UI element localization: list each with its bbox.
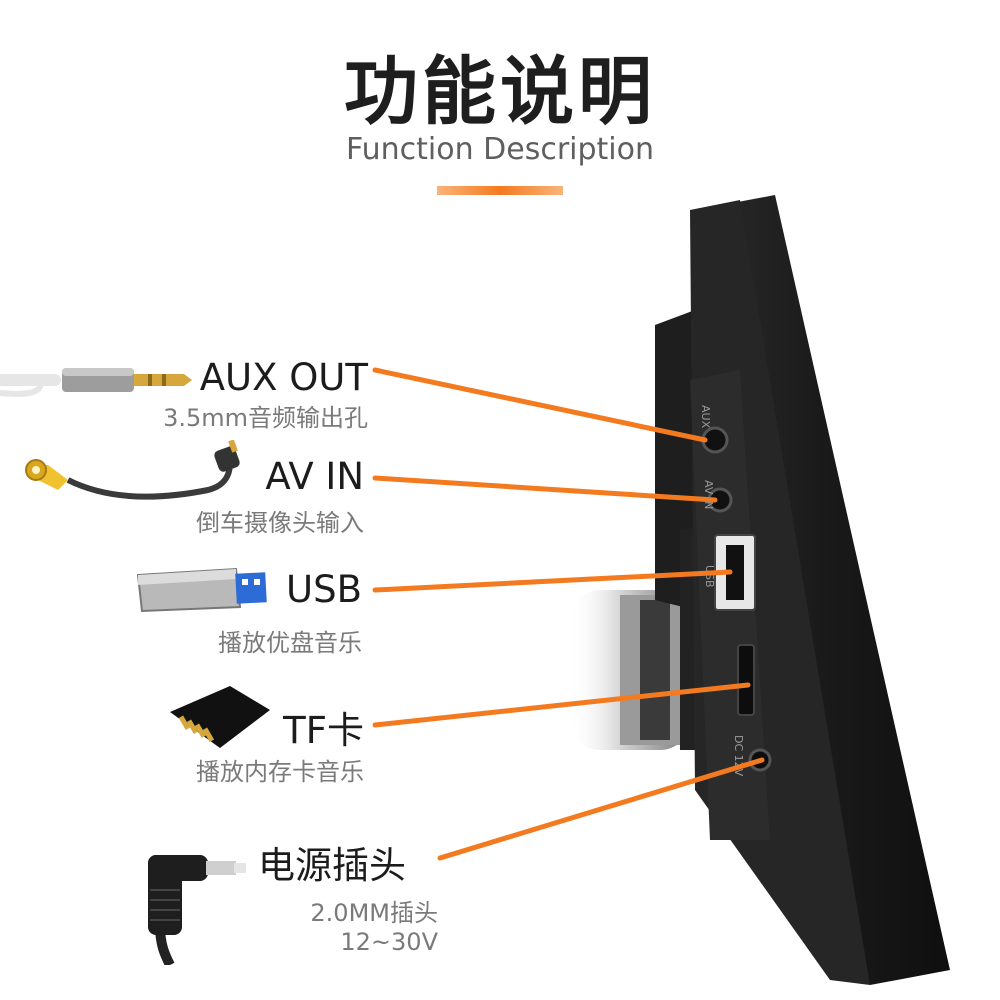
- usb-port-inner: [726, 545, 744, 600]
- tf-card-icon: [170, 686, 270, 748]
- callout-line-tf: [372, 682, 751, 728]
- accent-bar: [437, 186, 563, 195]
- mount-knob: [570, 590, 690, 750]
- label-av-in-desc: 倒车摄像头输入: [196, 509, 364, 537]
- label-aux-out-desc: 3.5mm音频输出孔: [163, 404, 368, 432]
- label-tf-card: TF卡: [283, 709, 364, 752]
- label-dc-plug: 电源插头: [258, 844, 406, 887]
- aux-cable-icon: [0, 368, 192, 397]
- page-title: 功能说明: [344, 49, 656, 135]
- callout-line-dc: [437, 757, 765, 861]
- label-usb-desc: 播放优盘音乐: [218, 629, 362, 657]
- tf-slot: [737, 644, 755, 716]
- monitor-side-view: AUX AV IN USB DC 12V: [570, 195, 950, 985]
- label-dc-plug-desc-1: 2.0MM插头: [310, 899, 438, 927]
- callout-line-aux: [372, 367, 708, 443]
- marking-aux: AUX: [699, 405, 712, 429]
- callout-line-usb: [372, 569, 733, 593]
- rca-cable-icon: [25, 440, 240, 500]
- dc-plug-icon: [148, 855, 246, 965]
- page-subtitle: Function Description: [346, 132, 654, 167]
- label-dc-plug-desc-2: 12~30V: [340, 928, 438, 956]
- label-av-in: AV IN: [265, 455, 364, 498]
- usb-drive-icon: [136, 567, 267, 613]
- label-tf-card-desc: 播放内存卡音乐: [196, 758, 364, 786]
- label-aux-out: AUX OUT: [199, 356, 368, 399]
- callout-line-av-in: [372, 475, 718, 503]
- label-usb: USB: [286, 568, 362, 611]
